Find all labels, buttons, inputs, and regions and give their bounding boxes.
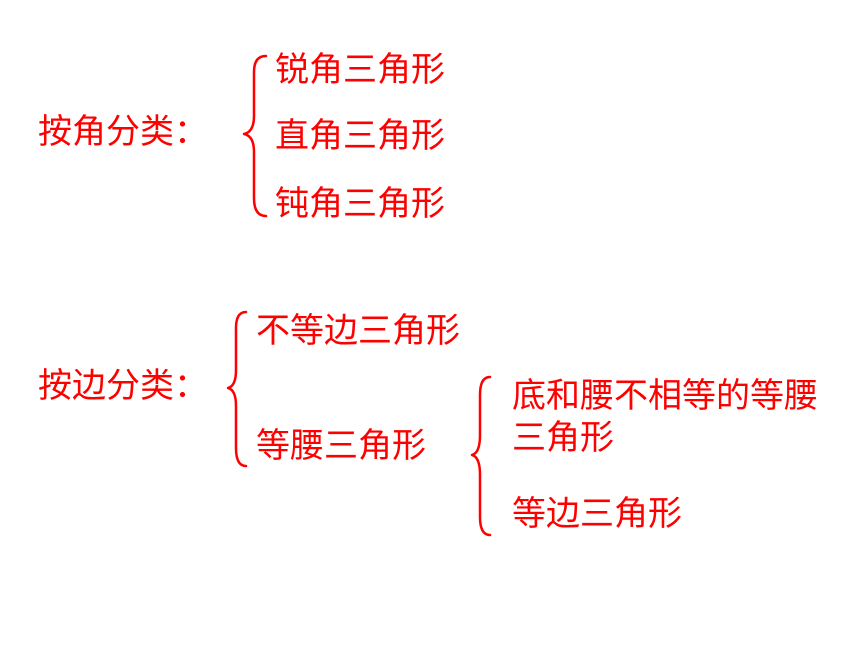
equilateral-triangle: 等边三角形 bbox=[512, 494, 682, 534]
isosceles-triangle: 等腰三角形 bbox=[256, 426, 426, 466]
isosceles-nonequilateral: 底和腰不相等的等腰三角形 bbox=[512, 375, 832, 459]
right-triangle: 直角三角形 bbox=[275, 116, 445, 156]
by-angle-label: 按角分类： bbox=[38, 112, 208, 152]
by-side-label: 按边分类： bbox=[38, 366, 208, 406]
isosceles-brace bbox=[470, 375, 492, 537]
by-angle-brace bbox=[242, 54, 268, 218]
scalene-triangle: 不等边三角形 bbox=[256, 311, 460, 351]
isosceles-nonequilateral-text: 底和腰不相等的等腰三角形 bbox=[512, 376, 818, 458]
acute-triangle: 锐角三角形 bbox=[275, 50, 445, 90]
by-side-brace bbox=[226, 310, 248, 468]
obtuse-triangle: 钝角三角形 bbox=[275, 184, 445, 224]
